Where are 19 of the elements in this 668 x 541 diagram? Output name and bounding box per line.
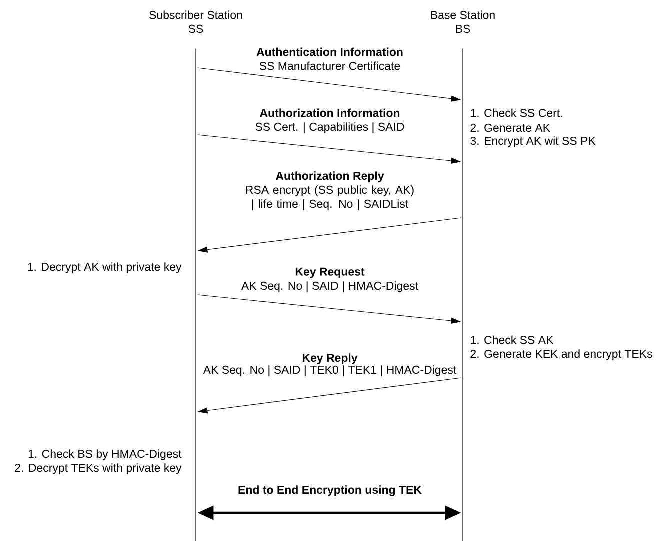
note-text: 3. Encrypt AK wit SS PK [470,136,596,148]
note-text: 2. Generate AK [470,124,550,132]
note-text: 1. Decrypt AK with private key [28,262,182,274]
message-title: End to End Encryption using TEK [238,486,422,496]
message-text: AK Seq. No | SAID | HMAC-Digest [242,282,418,292]
message-title: Key Reply [302,354,358,364]
message-title: Authorization Reply [276,172,384,182]
message-title: Authentication Information [256,48,403,56]
message-text: RSA encrypt (SS public key, AK) | life time | Seq. No | SAIDList [246,186,414,210]
note-text: 1. Check SS AK [471,336,554,344]
message-text: SS Cert. | Capabilities | SAID [256,122,404,134]
message-text: AK Seq. No | SAID | TEK0 | TEK1 | HMAC-Digest [203,366,457,376]
note-text: 2. Generate KEK and encrypt TEKs [470,350,652,360]
note-text: 1. Check BS by HMAC-Digest [28,450,182,460]
message-text: SS Manufacturer Certificate [260,62,400,70]
message-title: Authorization Information [260,108,400,118]
note-text: 1. Check SS Cert. [471,108,562,118]
note-text: 2. Decrypt TEKs with private key [15,464,182,474]
message-title: Key Request [296,268,365,278]
